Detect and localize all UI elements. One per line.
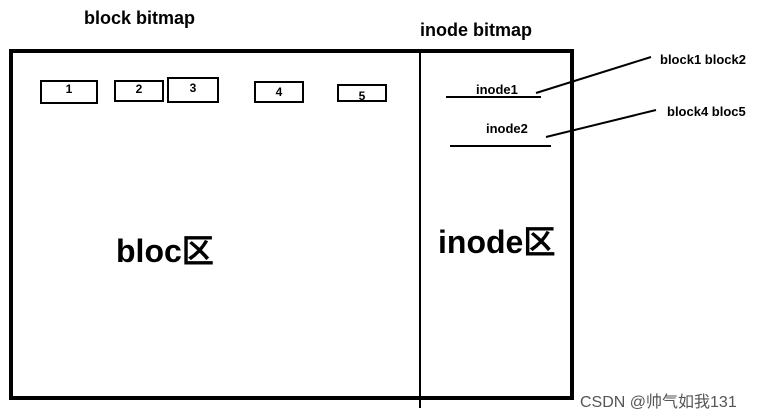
inode1-label: inode1 (476, 82, 518, 97)
block-4-box: 4 (254, 81, 304, 103)
inode1-blocks-label: block1 block2 (660, 52, 746, 67)
inode1-pointer (535, 56, 652, 94)
block-3-box: 3 (167, 77, 219, 103)
block-5-label: 5 (358, 89, 366, 103)
csdn-watermark: CSDN @帅气如我131 (580, 394, 737, 411)
outer-frame (9, 49, 574, 400)
block-3-label: 3 (189, 81, 197, 95)
block-1-label: 1 (65, 82, 73, 96)
inode-bitmap-heading: inode bitmap (420, 20, 532, 40)
block-2-label: 2 (135, 82, 143, 96)
inode2-pointer (545, 109, 657, 138)
inode2-blocks-label: block4 bloc5 (667, 104, 746, 119)
inode-area-label: inode区 (438, 224, 556, 260)
block-2-box: 2 (114, 80, 164, 102)
block-area-label: bloc区 (116, 233, 214, 269)
block-5-box: 5 (337, 84, 387, 103)
inode2-label: inode2 (486, 121, 528, 136)
block-1-box: 1 (40, 80, 98, 104)
block-bitmap-heading: block bitmap (84, 8, 196, 28)
block-4-label: 4 (275, 85, 283, 99)
